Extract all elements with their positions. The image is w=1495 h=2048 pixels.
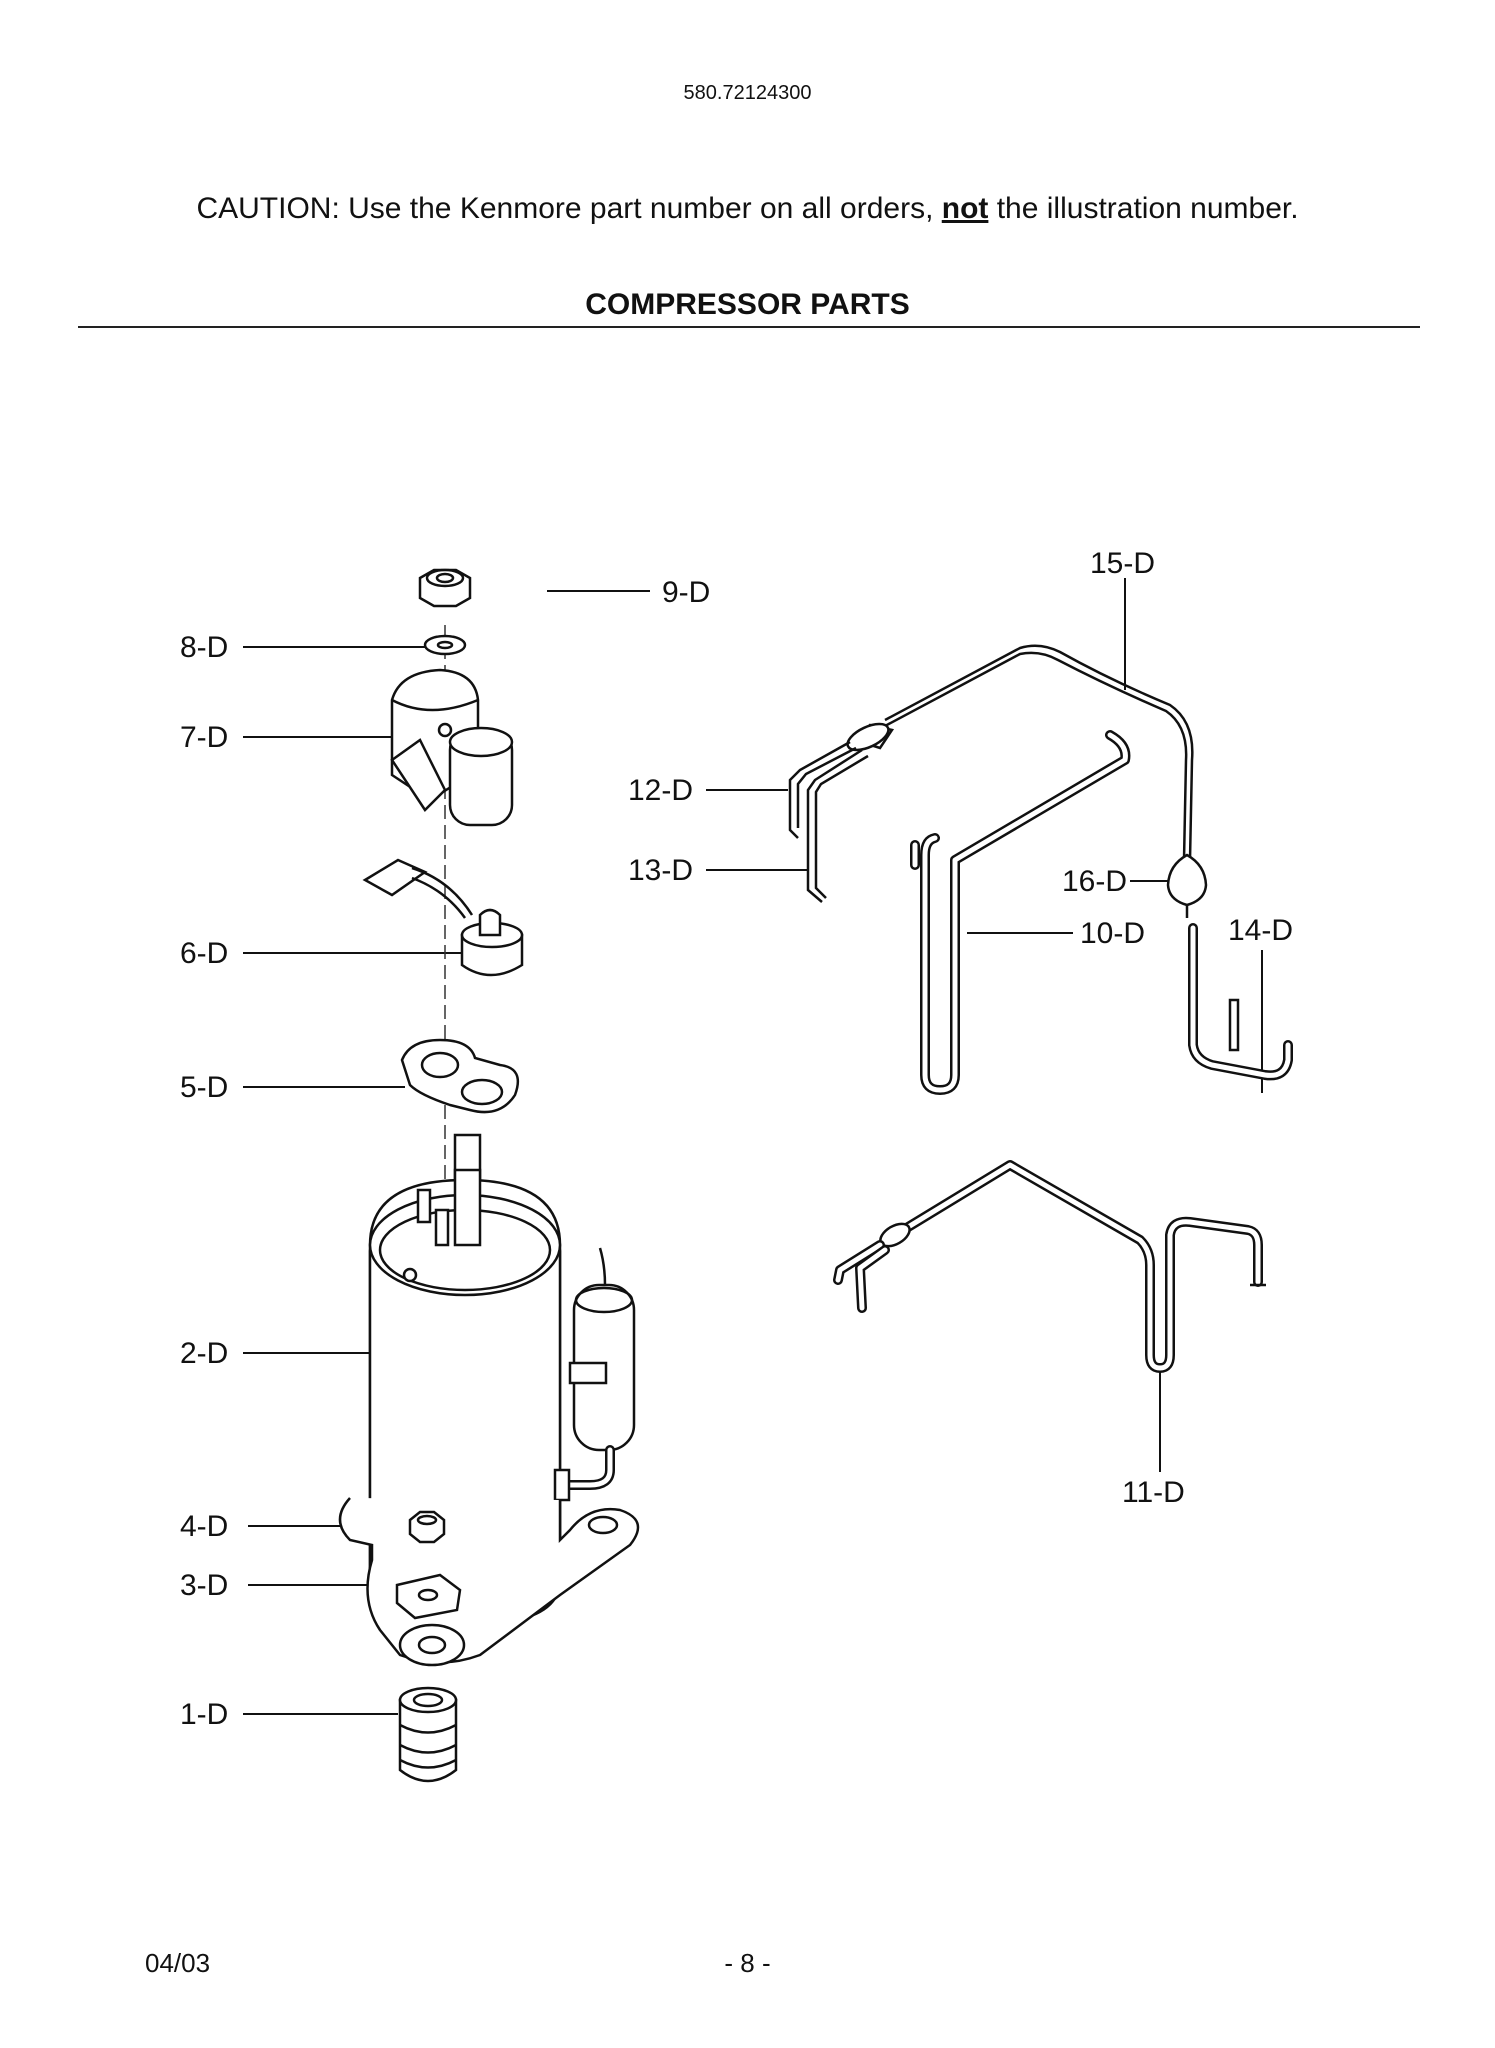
caution-text-end: the illustration number. [988, 192, 1299, 225]
section-title: COMPRESSOR PARTS [585, 288, 910, 321]
caution-emphasis: not [941, 192, 989, 225]
callout-1d: 1-D [180, 1698, 228, 1731]
part-14d-tube [1188, 923, 1293, 1081]
caution-notice: CAUTION: Use the Kenmore part number on … [0, 192, 1495, 226]
callout-8d: 8-D [180, 631, 228, 664]
callout-labels: 8-D 9-D 7-D 6-D 5-D 2-D 4-D 3-D 1-D 12-D… [180, 547, 1293, 1731]
part-12d-tube [788, 740, 857, 839]
page-number: - 8 - [724, 1948, 771, 1978]
callout-4d: 4-D [180, 1510, 228, 1543]
part-5d-gasket [400, 1038, 520, 1114]
callout-3d: 3-D [180, 1569, 228, 1602]
callout-10d: 10-D [1080, 917, 1145, 950]
callout-5d: 5-D [180, 1071, 228, 1104]
part-8d-washer [423, 634, 467, 656]
callout-7d: 7-D [180, 721, 228, 754]
callout-9d: 9-D [662, 576, 710, 609]
part-2d-compressor [338, 1133, 640, 1667]
part-6d-overload [362, 858, 524, 977]
callout-16d: 16-D [1062, 865, 1127, 898]
callout-6d: 6-D [180, 937, 228, 970]
leader-lines [243, 578, 1263, 1715]
part-13d-tube [806, 748, 869, 903]
part-10d-tube [910, 730, 1131, 1095]
part-16d-drier [1166, 853, 1208, 918]
part-7d-terminal-cover [390, 668, 514, 827]
model-number: 580.72124300 [683, 82, 812, 104]
callout-13d: 13-D [628, 854, 693, 887]
part-9d-nut [418, 568, 472, 608]
part-1d-grommet [398, 1686, 458, 1783]
callout-15d: 15-D [1090, 547, 1155, 580]
callout-11d: 11-D [1122, 1476, 1185, 1509]
callout-2d: 2-D [180, 1337, 228, 1370]
title-rule [78, 326, 1420, 328]
caution-text-start: CAUTION: Use the Kenmore part number on … [196, 192, 942, 225]
footer-date: 04/03 [145, 1948, 211, 1978]
part-11d-tube [833, 1160, 1266, 1373]
part-15d-capillary [846, 644, 1194, 861]
callout-12d: 12-D [628, 774, 693, 807]
callout-14d: 14-D [1228, 914, 1293, 947]
